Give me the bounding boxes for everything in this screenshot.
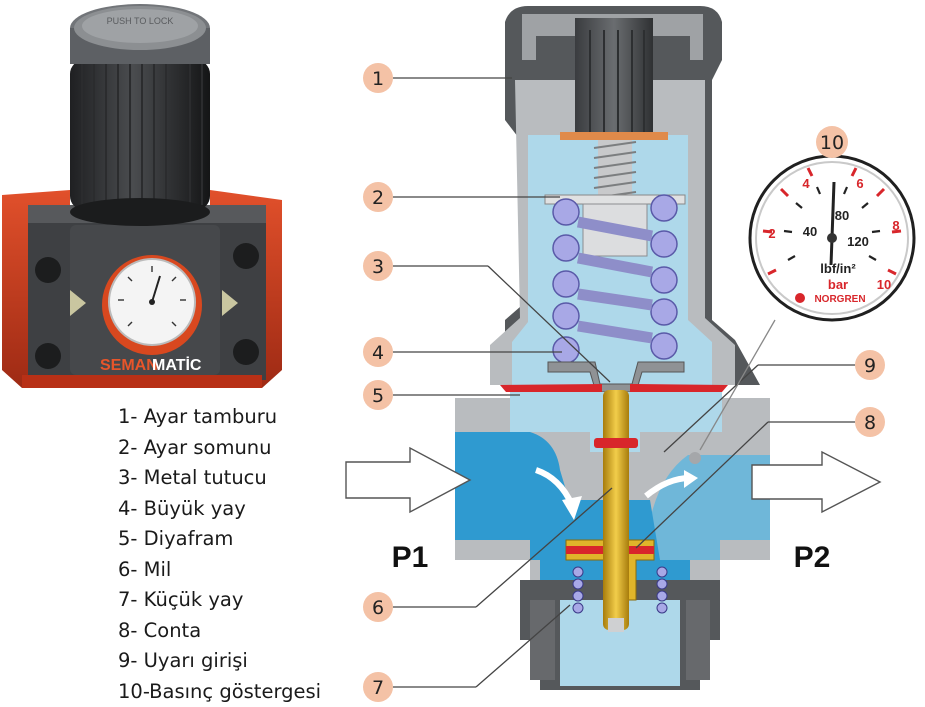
gauge-maker: NORGREN [814,294,865,305]
legend-item-8: 8- Conta [118,616,321,647]
product-photo: PUSH TO LOCK SEMAN MATİC [2,4,282,388]
gauge-closeup: 2 4 6 8 10 40 80 120 lbf/in² bar NORGREN [750,156,914,320]
gauge-bar-2: 2 [768,226,775,241]
legend-item-10: 10-Basınç göstergesi [118,677,321,707]
port-p2-label: P2 [794,541,831,574]
gauge-bar-10: 10 [877,277,891,292]
callout-5-number: 5 [372,385,384,407]
gauge-psi-120: 120 [847,234,869,249]
legend-item-3: 3- Metal tutucu [118,463,321,494]
callout-8: 8 [855,407,885,437]
gauge-bar-4: 4 [802,176,810,191]
callout-4-number: 4 [372,342,384,364]
callout-5: 5 [363,380,393,410]
legend-item-4: 4- Büyük yay [118,494,321,525]
port-p1-label: P1 [392,541,429,574]
callout-1: 1 [363,63,393,93]
gauge-unit-bar: bar [828,277,848,292]
legend-item-5: 5- Diyafram [118,524,321,555]
cross-section: P1 P2 [346,6,880,690]
callout-7: 7 [363,672,393,702]
callout-9: 9 [855,350,885,380]
callout-2-number: 2 [372,187,384,209]
legend-item-1: 1- Ayar tamburu [118,402,321,433]
callout-3: 3 [363,251,393,281]
legend-item-6: 6- Mil [118,555,321,586]
brand-part1: SEMAN [100,357,158,374]
gauge-psi-40: 40 [803,224,817,239]
callout-3-number: 3 [372,256,384,278]
gauge-psi-80: 80 [835,208,849,223]
legend-item-2: 2- Ayar somunu [118,433,321,464]
gauge-unit-psi: lbf/in² [820,261,856,276]
callout-4: 4 [363,337,393,367]
brand-part2: MATİC [152,356,202,374]
callout-7-number: 7 [372,677,384,699]
callout-6: 6 [363,592,393,622]
callout-2: 2 [363,182,393,212]
gauge-bar-8: 8 [892,218,899,233]
callout-1-number: 1 [372,68,384,90]
callout-10-number: 10 [820,132,844,154]
legend-item-9: 9- Uyarı girişi [118,646,321,677]
callout-8-number: 8 [864,412,876,434]
gauge-bar-6: 6 [856,176,863,191]
callout-9-number: 9 [864,355,876,377]
parts-legend: 1- Ayar tamburu 2- Ayar somunu 3- Metal … [118,402,321,707]
callout-10: 10 [816,126,848,158]
legend-item-7: 7- Küçük yay [118,585,321,616]
callout-6-number: 6 [372,597,384,619]
knob-text: PUSH TO LOCK [107,16,174,26]
